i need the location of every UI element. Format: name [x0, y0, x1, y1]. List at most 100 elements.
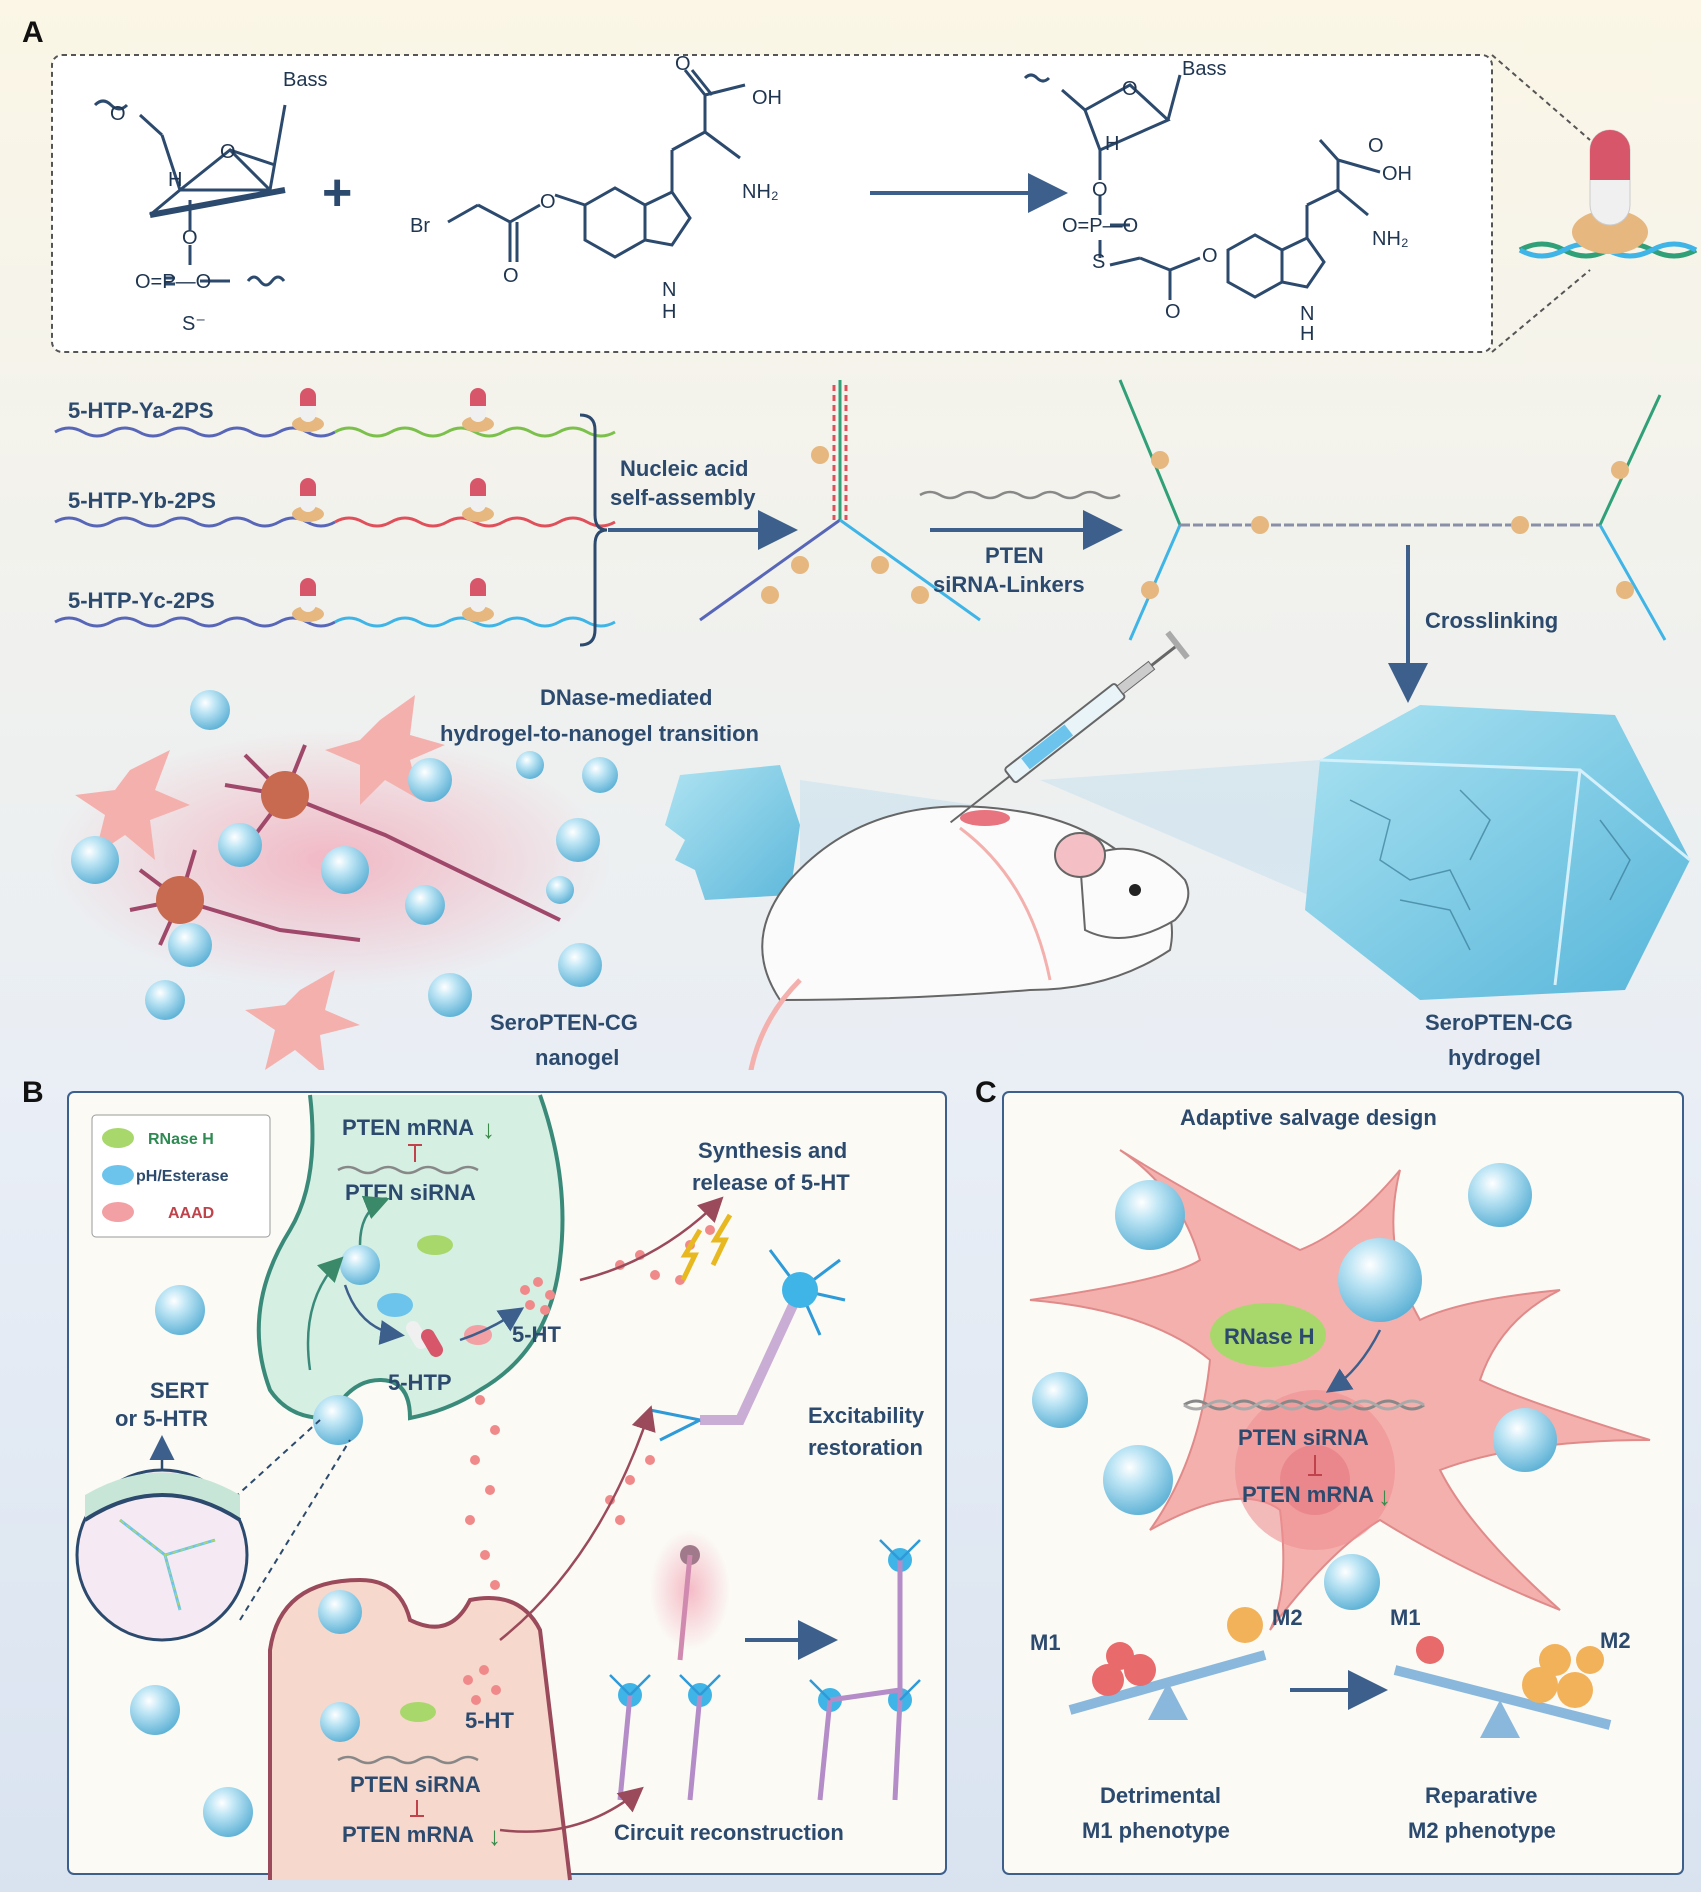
nanogel-sphere	[218, 823, 262, 867]
nanogel-sphere	[582, 757, 618, 793]
nanogel-sphere	[145, 980, 185, 1020]
assembly-label-1: Nucleic acid	[620, 456, 748, 481]
chem-o-acid-1: O	[675, 53, 691, 75]
hydrogel-label-1: SeroPTEN-CG	[1425, 1010, 1573, 1035]
crosslinked-network-icon	[1118, 379, 1667, 641]
nanogel-sphere	[408, 758, 452, 802]
astrocyte-icon	[245, 970, 360, 1075]
postsynaptic-terminal	[268, 1577, 572, 1881]
5-ht-vesicles	[465, 1225, 715, 1590]
linker-label-1: PTEN	[985, 543, 1044, 568]
nanogel-sphere	[190, 690, 230, 730]
chem-o-acid-2: O	[1368, 135, 1384, 157]
down-arrow-top: ↓	[482, 1114, 495, 1144]
m1-left-label: M1	[1030, 1630, 1061, 1655]
panel-c-pten-sirna: PTEN siRNA	[1238, 1425, 1369, 1450]
nanogel-sphere	[1103, 1445, 1173, 1515]
synthesis-label-1: Synthesis and	[698, 1138, 847, 1163]
nanogel-sphere	[130, 1685, 180, 1735]
legend-aaad: AAAD	[168, 1205, 214, 1222]
nanogel-sphere	[155, 1285, 205, 1335]
plus-sign: +	[322, 164, 352, 222]
transition-label-1: DNase-mediated	[540, 685, 712, 710]
panel-c-letter: C	[975, 1076, 997, 1109]
nanogel-label-1: SeroPTEN-CG	[490, 1010, 638, 1035]
chem-oh-1: OH	[752, 87, 782, 109]
strand-yb: 5-HTP-Yb-2PS	[54, 478, 616, 528]
legend-rnase-h: RNase H	[148, 1131, 214, 1148]
m2-cell-icon	[1522, 1667, 1558, 1703]
chem-phosphate-2: O=P—O	[1062, 215, 1138, 237]
circuit-neurons-after	[809, 1539, 921, 1801]
5-htp-label: 5-HTP	[388, 1370, 452, 1395]
neuron-soma	[261, 771, 309, 819]
nanogel-label-2: nanogel	[535, 1045, 619, 1070]
chem-bass-1: Bass	[283, 69, 327, 91]
synthesis-label-2: release of 5-HT	[692, 1170, 850, 1195]
chem-carbonyl-o-2: O	[1165, 301, 1181, 323]
capsule-icon	[406, 1321, 443, 1357]
chem-bass-2: Bass	[1182, 58, 1226, 80]
nanogel-sphere	[1115, 1180, 1185, 1250]
chem-nh-2: N	[1300, 303, 1314, 325]
chem-ester-o-1: O	[540, 191, 556, 213]
legend-ph-esterase: pH/Esterase	[136, 1168, 229, 1185]
strand-label-ya: 5-HTP-Ya-2PS	[68, 398, 214, 423]
panel-c-pten-mrna: PTEN mRNA	[1242, 1482, 1374, 1507]
astrocyte-icon	[75, 750, 190, 860]
detrimental-label-1: Detrimental	[1100, 1783, 1221, 1808]
5-ht-top-label: 5-HT	[512, 1322, 561, 1347]
chem-h-2: H	[1105, 133, 1119, 155]
excitability-label-1: Excitability	[808, 1403, 925, 1428]
bracket	[579, 413, 608, 647]
panel-c-title: Adaptive salvage design	[1180, 1105, 1437, 1130]
m2-left-label: M2	[1272, 1605, 1303, 1630]
hydrogel-cube-icon	[1305, 705, 1691, 1000]
pten-mrna-top: PTEN mRNA	[342, 1115, 474, 1140]
m1-right-label: M1	[1390, 1605, 1421, 1630]
detrimental-label-2: M1 phenotype	[1082, 1818, 1230, 1843]
excitability-neuron-icon	[649, 1249, 846, 1442]
nanogel-sphere	[405, 885, 445, 925]
capsule-on-dna-icon	[1518, 129, 1698, 259]
chem-nh2-2: NH₂	[1372, 228, 1409, 250]
strand-yc: 5-HTP-Yc-2PS	[54, 578, 616, 628]
sert-label-2: or 5-HTR	[115, 1406, 208, 1431]
chem-phosphate-1: O=P—O	[135, 271, 211, 293]
circuit-neurons-before	[609, 1530, 730, 1801]
aaad-legend-icon	[102, 1202, 134, 1222]
capsule-icon	[462, 478, 494, 522]
m1-cell-icon	[1106, 1642, 1134, 1670]
down-arrow-bottom: ↓	[488, 1821, 501, 1851]
neuron-icon	[129, 744, 561, 946]
neural-tissue-with-nanogel	[50, 690, 618, 1075]
nanogel-sphere	[321, 846, 369, 894]
m1-cell-icon	[1092, 1664, 1124, 1696]
chemistry-reaction-box: Bass O O H O O=P—O S⁻ +	[51, 53, 1591, 353]
m1-cell-icon	[1416, 1636, 1444, 1664]
chem-carbonyl-o-1: O	[503, 265, 519, 287]
pten-mrna-bottom: PTEN mRNA	[342, 1822, 474, 1847]
chem-o-ring-2: O	[1122, 78, 1138, 100]
chem-o-1a: O	[110, 103, 126, 125]
excitability-label-2: restoration	[808, 1435, 923, 1460]
capsule-icon	[292, 388, 324, 432]
nanogel-sphere	[318, 1590, 362, 1634]
chem-oh-2: OH	[1382, 163, 1412, 185]
nanogel-sphere	[428, 973, 472, 1017]
sert-label-1: SERT	[150, 1378, 209, 1403]
nanogel-sphere	[1324, 1554, 1380, 1610]
zoom-beam	[1040, 760, 1320, 900]
panel-b-letter: B	[22, 1076, 44, 1109]
chem-o3-2: O	[1092, 179, 1108, 201]
capsule-icon	[462, 578, 494, 622]
chem-nh2-1: NH₂	[742, 181, 779, 203]
rnase-h-legend-icon	[102, 1128, 134, 1148]
syringe-icon	[949, 630, 1190, 824]
reparative-label-2: M2 phenotype	[1408, 1818, 1556, 1843]
lightning-icon	[680, 1228, 703, 1282]
nanogel-sphere	[1338, 1238, 1422, 1322]
nanogel-sphere	[313, 1395, 363, 1445]
nanogel-sphere	[516, 751, 544, 779]
